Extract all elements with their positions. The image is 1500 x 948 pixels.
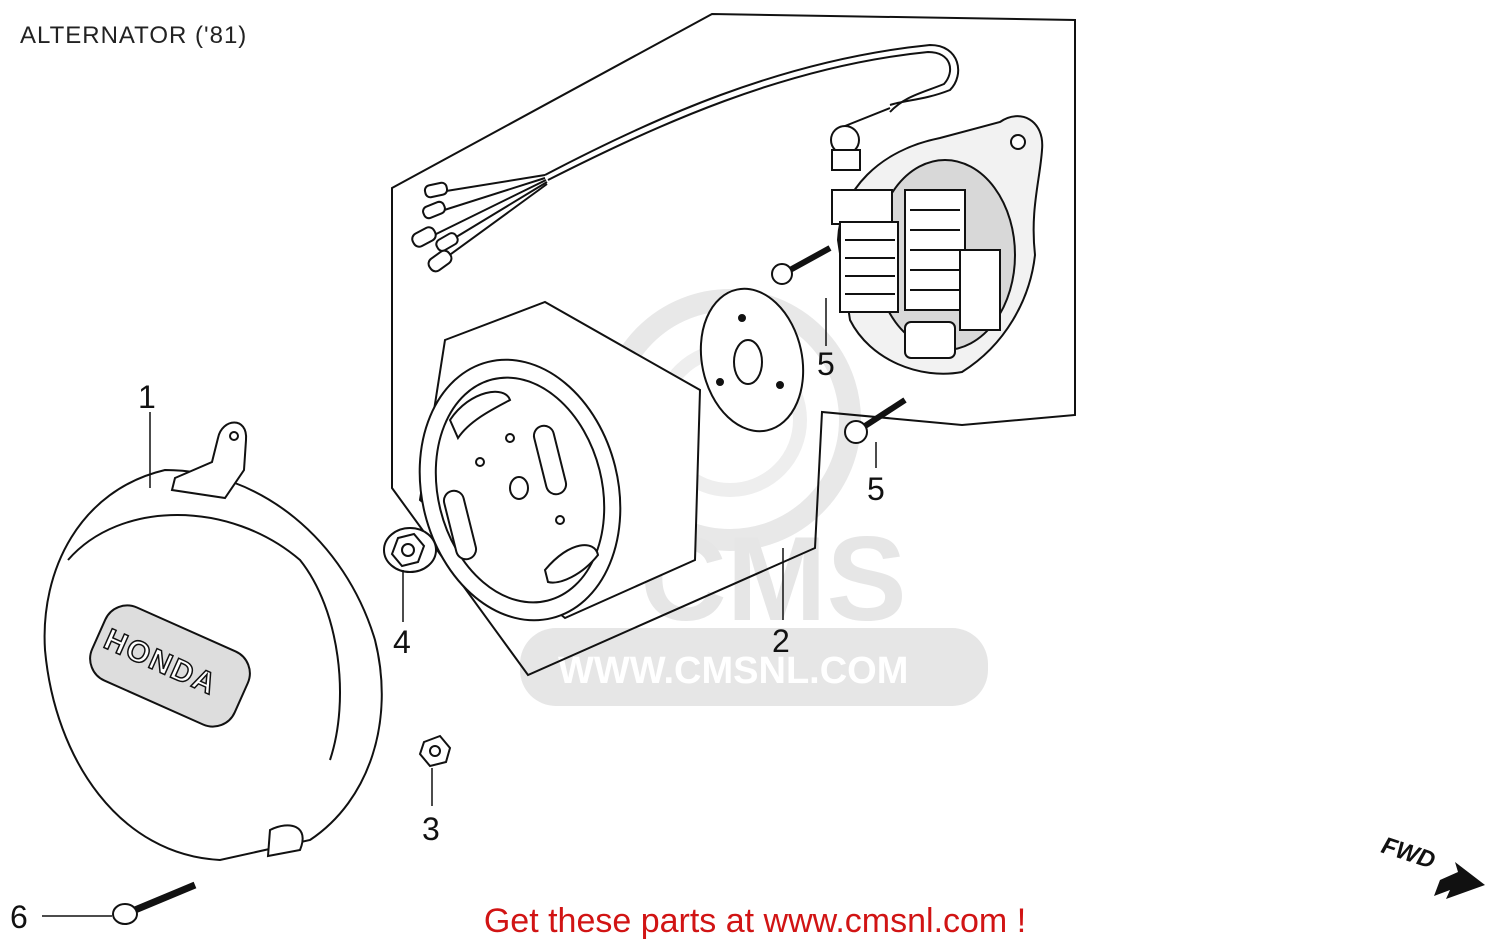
cover-bolt <box>112 881 197 925</box>
diagram-title: ALTERNATOR ('81) <box>20 22 248 49</box>
hex-nut <box>418 734 452 768</box>
fwd-arrow-icon <box>1434 862 1485 899</box>
wire-connectors <box>411 181 459 273</box>
callout-2: 2 <box>772 623 790 659</box>
callout-numbers: 1 2 3 4 5 5 6 <box>10 346 885 935</box>
watermark-url: WWW.CMSNL.COM <box>558 650 908 692</box>
wire-harness <box>427 43 960 263</box>
stator-bolt-upper <box>771 245 832 285</box>
callout-5-upper: 5 <box>817 346 835 382</box>
callout-1: 1 <box>138 379 156 415</box>
promo-link[interactable]: Get these parts at www.cmsnl.com ! <box>483 902 1027 940</box>
fwd-label: FWD <box>1378 832 1438 875</box>
flange-nut <box>383 527 437 573</box>
callout-4: 4 <box>393 624 411 660</box>
stator-bolt-lower <box>844 397 907 444</box>
honda-emblem <box>89 604 251 728</box>
flywheel-rotor <box>418 300 702 622</box>
callout-5-lower: 5 <box>867 471 885 507</box>
forward-direction-indicator: FWD <box>1378 832 1485 899</box>
promo-footer: Get these parts at www.cmsnl.com ! <box>0 902 1500 941</box>
leader-lines <box>42 298 877 917</box>
callout-6: 6 <box>10 899 28 935</box>
callout-3: 3 <box>422 811 440 847</box>
stator-assembly <box>830 107 1044 375</box>
rotor-back-plate <box>699 287 805 433</box>
left-cover: HONDA <box>43 421 383 862</box>
watermark-url-bar <box>520 628 988 706</box>
